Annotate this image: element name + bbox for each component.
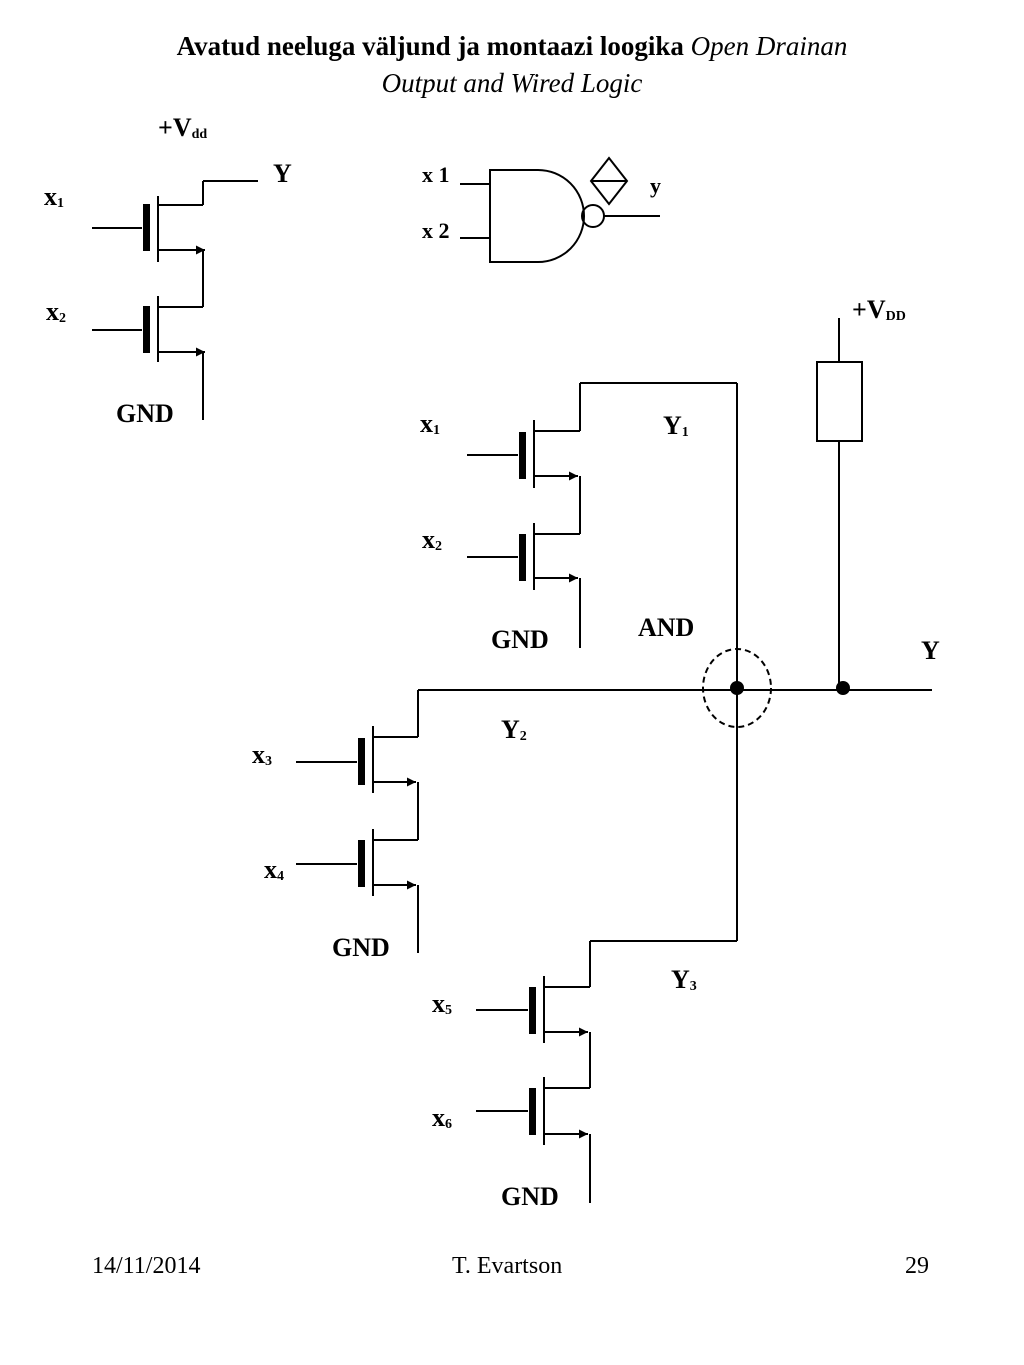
gate-plate-g3-x5 xyxy=(529,987,536,1034)
nand-output-y-label: y xyxy=(650,173,661,198)
pullup-resistor xyxy=(816,361,863,442)
y3-label: Y3 xyxy=(671,965,697,994)
vdd-label-small: +Vdd xyxy=(158,113,207,142)
transistor-pair-1 xyxy=(467,383,581,648)
g2-input-x4-label: x4 xyxy=(264,855,284,884)
g3-gnd-label: GND xyxy=(501,1182,559,1211)
and-label: AND xyxy=(638,613,694,642)
g2-gnd-label: GND xyxy=(332,933,390,962)
nand-input-x1-label: x 1 xyxy=(422,162,450,187)
title-english-part2: Output and Wired Logic xyxy=(381,68,643,98)
g3-input-x5-label: x5 xyxy=(432,989,452,1018)
gnd-label-top: GND xyxy=(116,399,174,428)
transistor-pair-3 xyxy=(476,941,591,1203)
transistor-pair-2 xyxy=(296,690,419,953)
gate-plate-g3-x6 xyxy=(529,1088,536,1135)
gate-plate-g2-x3 xyxy=(358,738,365,785)
y1-label: Y1 xyxy=(663,411,689,440)
output-y-label-top: Y xyxy=(273,159,292,188)
y2-label: Y2 xyxy=(501,715,527,744)
gate-plate-g2-x4 xyxy=(358,840,365,887)
nand-transistor-schematic xyxy=(92,180,258,420)
wired-and-highlight xyxy=(702,648,772,728)
output-y-label: Y xyxy=(921,636,940,665)
nand-gate-symbol xyxy=(460,169,660,263)
gate-plate-x2-top xyxy=(143,306,150,353)
g1-input-x2-label: x2 xyxy=(422,525,442,554)
g1-gnd-label: GND xyxy=(491,625,549,654)
footer-author: T. Evartson xyxy=(452,1253,563,1279)
open-drain-indicator-icon xyxy=(589,156,629,206)
gate-plate-x1-top xyxy=(143,204,150,251)
gate-plate-g1-x2 xyxy=(519,534,526,581)
g2-input-x3-label: x3 xyxy=(252,740,272,769)
slide-title: Avatud neeluga väljund ja montaazi loogi… xyxy=(0,28,1024,102)
junction-node-output xyxy=(836,681,850,695)
input-x2-label-top: x2 xyxy=(46,297,66,326)
footer-date: 14/11/2014 xyxy=(92,1253,201,1279)
title-estonian: Avatud neeluga väljund ja montaazi loogi… xyxy=(176,31,684,61)
g1-input-x1-label: x1 xyxy=(420,409,440,438)
g3-input-x6-label: x6 xyxy=(432,1103,452,1132)
vdd-label-big: +VDD xyxy=(852,295,906,324)
junction-node-and xyxy=(730,681,744,695)
gate-plate-g1-x1 xyxy=(519,432,526,479)
nand-input-x2-label: x 2 xyxy=(422,218,450,243)
footer-page-number: 29 xyxy=(905,1253,929,1279)
title-english-part1: Open Drainan xyxy=(690,31,848,61)
input-x1-label-top: x1 xyxy=(44,182,64,211)
